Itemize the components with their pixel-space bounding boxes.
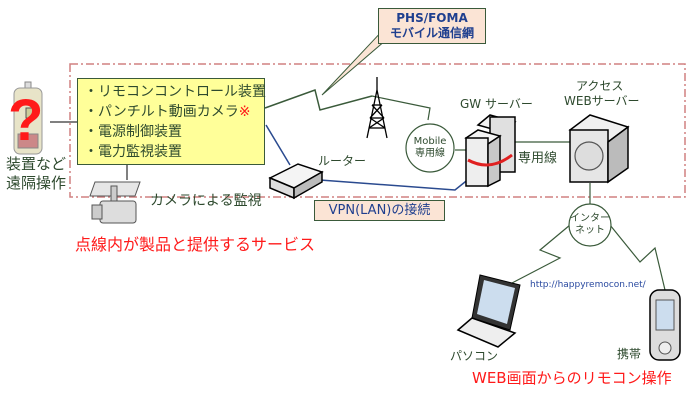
internet-text1: インター [570,213,610,224]
laptop-icon [456,274,521,348]
url-link[interactable]: http://happyremocon.net/ [530,280,646,290]
feature-item-camera: ・パンチルト動画カメラ※ [84,102,264,122]
device-icon: ? [8,81,43,155]
internet-phone-link [609,224,666,291]
gw-server-label: GW サーバー [460,97,533,111]
feature-item: ・リモコンコントロール装置 [84,84,266,100]
internet-label: インター ネット [568,213,612,237]
mobile-network-line1: PHS/FOMA [396,11,468,25]
mobile-line-label: Mobile 専用線 [406,136,454,160]
internet-node [568,203,612,247]
vpn-label: VPN(LAN)の接続 [328,203,431,218]
antenna-tower-icon [366,77,388,139]
vpn-label-box: VPN(LAN)の接続 [314,200,445,221]
web-caption: WEB画面からのリモコン操作 [472,369,672,387]
web-server-label-1: アクセス [576,79,624,93]
note-mark: ※ [238,104,251,120]
mobile-line-text2: 専用線 [415,148,445,159]
web-server-icon [568,114,630,184]
feature-item: ・電力監視装置 [84,144,182,160]
feature-item-text: ・パンチルト動画カメラ [84,104,239,120]
pc-label: パソコン [450,349,499,363]
mobile-line-node [405,123,455,173]
feature-list-box: ・リモコンコントロール装置 ・パンチルト動画カメラ※ ・電源制御装置 ・電力監視… [77,78,266,165]
dedicated-line-label: 専用線 [518,151,558,166]
internet-pc-link [511,224,571,284]
camera-icon [89,181,141,224]
mobile-phone-label: 携帯 [617,347,642,361]
router-icon [268,163,324,200]
boundary-caption: 点線内が製品と提供するサービス [75,235,316,254]
router-label: ルーター [318,154,367,168]
feature-item: ・電源制御装置 [84,124,182,140]
gw-server-icon [464,114,517,188]
mobile-network-line2: モバイル通信網 [389,26,474,40]
mobile-line-text1: Mobile [413,136,447,147]
mobile-phone-icon [649,289,681,361]
vpn-link [319,177,471,191]
device-label-2: 遠隔操作 [6,174,67,192]
mobile-link [264,89,373,111]
camera-label: カメラによる監視 [150,193,262,209]
device-label-1: 装置など [6,155,67,173]
question-mark-icon: ? [8,88,43,153]
tower-link [371,95,431,121]
internet-text2: ネット [575,225,605,236]
service-boundary [69,63,686,198]
sync-arrow-icon [467,153,513,167]
web-server-label-2: WEBサーバー [564,94,640,108]
router-link [265,124,291,166]
mobile-network-callout: PHS/FOMA モバイル通信網 [378,8,486,44]
